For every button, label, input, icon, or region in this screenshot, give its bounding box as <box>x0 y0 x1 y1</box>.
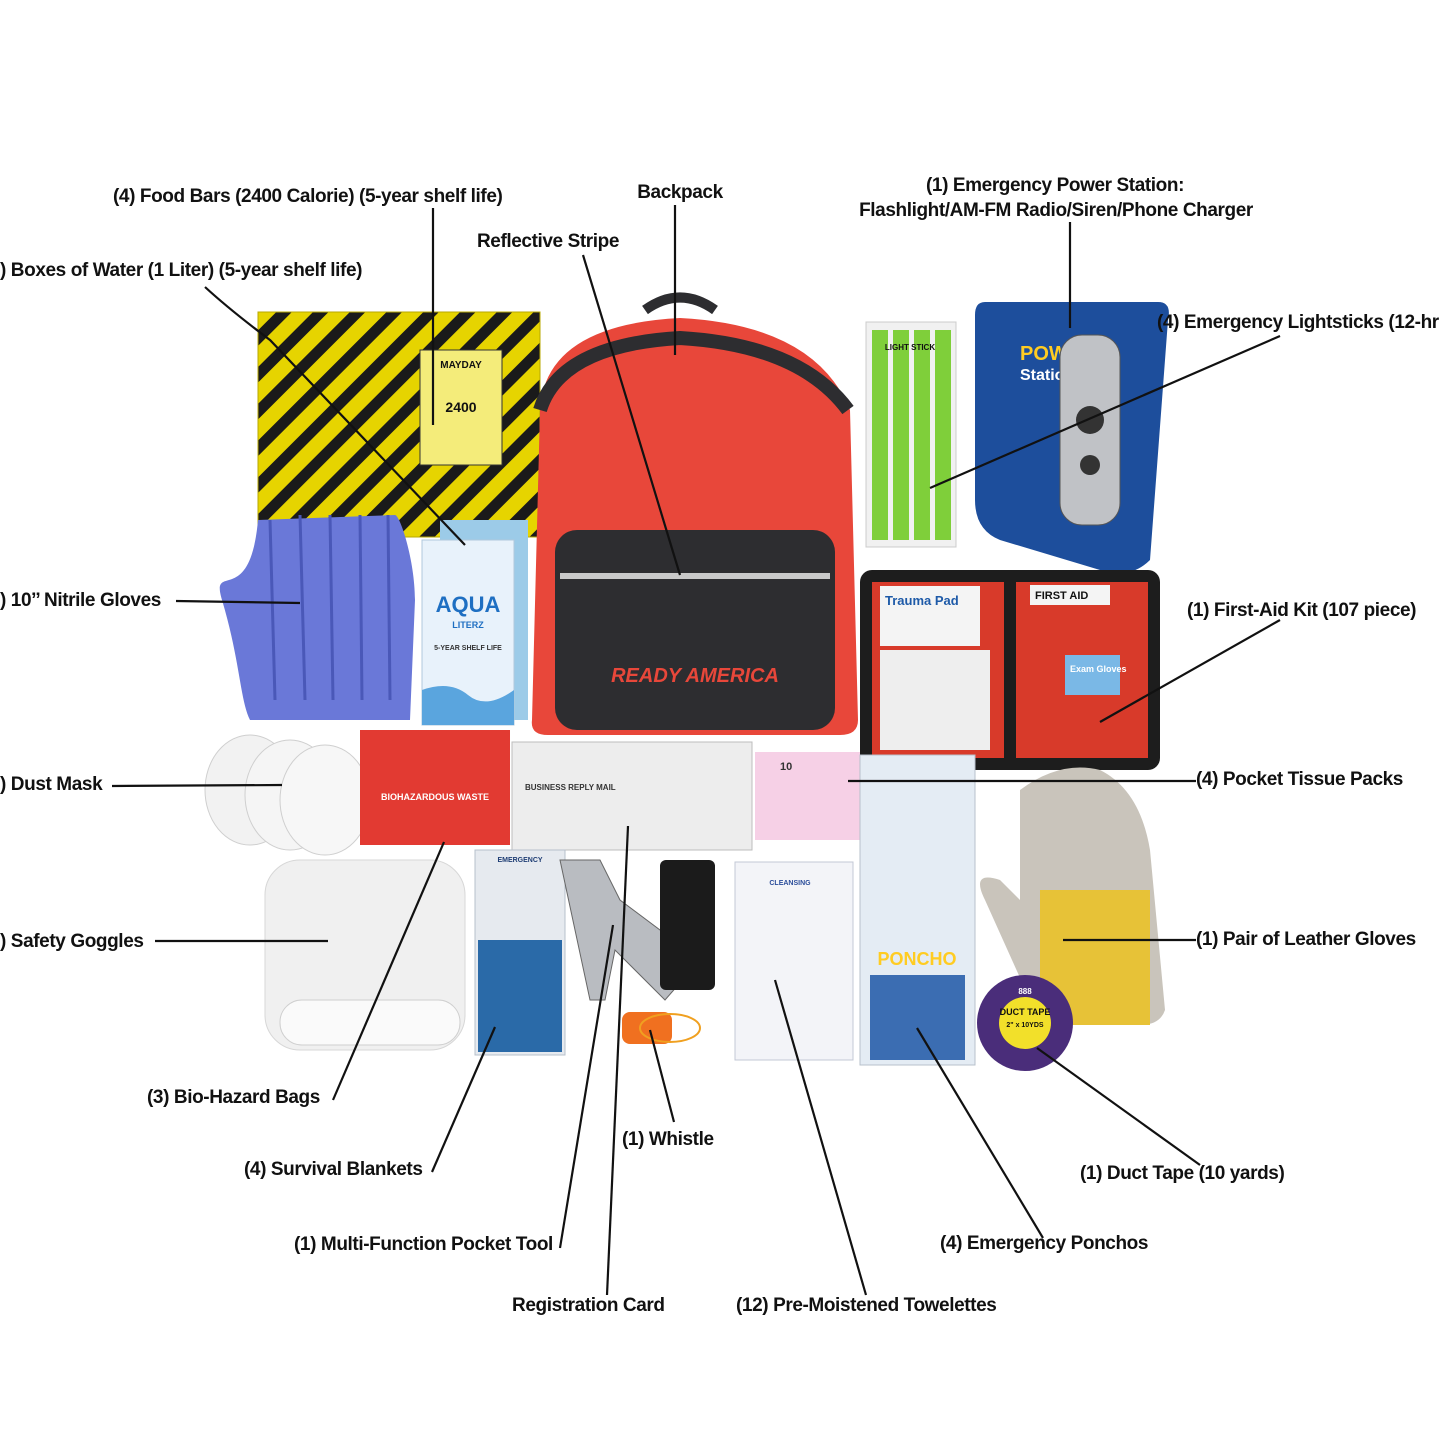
label-pocket-tool: (1) Multi-Function Pocket Tool <box>294 1234 553 1255</box>
tissue-packs: 10 <box>755 752 860 840</box>
svg-text:LIGHT STICK: LIGHT STICK <box>885 343 935 352</box>
label-duct-tape: (1) Duct Tape (10 yards) <box>1080 1163 1285 1184</box>
svg-text:Exam Gloves: Exam Gloves <box>1070 664 1127 674</box>
svg-text:888: 888 <box>1018 987 1032 996</box>
label-towelettes: (12) Pre-Moistened Towelettes <box>736 1295 997 1316</box>
safety-goggles <box>264 859 466 1051</box>
ponchos: PONCHO <box>859 754 976 1066</box>
first-aid-kit: Trauma Pad FIRST AID Exam Gloves <box>860 570 1160 770</box>
svg-text:10: 10 <box>780 761 792 773</box>
label-nitrile-gloves: ) 10’’ Nitrile Gloves <box>0 590 161 611</box>
label-safety-goggles: ) Safety Goggles <box>0 931 144 952</box>
label-water-boxes: ) Boxes of Water (1 Liter) (5-year shelf… <box>0 260 363 281</box>
registration-card: BUSINESS REPLY MAIL <box>511 741 753 851</box>
backpack-illustration: READY AMERICA <box>531 292 858 735</box>
whistle <box>622 1012 701 1044</box>
food-bars: MAYDAY 2400 <box>257 311 541 538</box>
label-food-bars: (4) Food Bars (2400 Calorie) (5-year she… <box>113 186 503 207</box>
label-tissue-packs: (4) Pocket Tissue Packs <box>1196 769 1403 790</box>
lightsticks: LIGHT STICK <box>865 321 957 548</box>
svg-text:FIRST AID: FIRST AID <box>1035 590 1088 602</box>
leader-lines <box>111 205 1281 1296</box>
svg-text:BIOHAZARDOUS WASTE: BIOHAZARDOUS WASTE <box>381 792 489 802</box>
svg-text:2" x 10YDS: 2" x 10YDS <box>1006 1022 1044 1029</box>
towelettes: CLEANSING <box>734 861 854 1061</box>
label-backpack: Backpack <box>637 182 723 203</box>
nitrile-gloves <box>219 514 415 720</box>
label-power-station-line1: (1) Emergency Power Station: <box>925 175 1185 196</box>
svg-text:5-YEAR SHELF LIFE: 5-YEAR SHELF LIFE <box>434 645 502 652</box>
svg-text:CLEANSING: CLEANSING <box>769 880 811 887</box>
label-biohazard-bags: (3) Bio-Hazard Bags <box>147 1087 320 1108</box>
svg-text:Trauma Pad: Trauma Pad <box>885 593 959 608</box>
biohazard-bags: BIOHAZARDOUS WASTE <box>360 730 510 845</box>
label-first-aid-kit: (1) First-Aid Kit (107 piece) <box>1187 600 1417 621</box>
label-survival-blankets: (4) Survival Blankets <box>244 1159 423 1180</box>
svg-text:PONCHO: PONCHO <box>877 949 956 969</box>
label-ponchos: (4) Emergency Ponchos <box>940 1233 1149 1254</box>
pocket-tool <box>559 859 715 1001</box>
label-reflective-stripe: Reflective Stripe <box>476 231 620 252</box>
power-station: POWER Station <box>975 302 1169 574</box>
aqua-logo: AQUA <box>436 592 501 617</box>
label-power-station-line2: Flashlight/AM-FM Radio/Siren/Phone Charg… <box>859 200 1253 221</box>
label-leather-gloves: (1) Pair of Leather Gloves <box>1196 929 1416 950</box>
label-registration-card: Registration Card <box>512 1295 665 1316</box>
survival-blankets: EMERGENCY <box>474 849 566 1056</box>
mayday-logo: MAYDAY <box>440 360 482 371</box>
label-dust-mask: ) Dust Mask <box>0 774 103 795</box>
svg-text:BUSINESS REPLY MAIL: BUSINESS REPLY MAIL <box>525 783 616 792</box>
label-whistle: (1) Whistle <box>622 1129 714 1150</box>
brand-logo: READY AMERICA <box>611 665 779 687</box>
ration-count: 2400 <box>445 399 476 415</box>
svg-text:LITERZ: LITERZ <box>452 620 484 630</box>
duct-tape: 888 DUCT TAPE 2" x 10YDS <box>977 975 1073 1071</box>
svg-text:DUCT TAPE: DUCT TAPE <box>1000 1007 1051 1017</box>
label-lightsticks: (4) Emergency Lightsticks (12-hr <box>1157 312 1439 333</box>
water-boxes: AQUA LITERZ 5-YEAR SHELF LIFE <box>421 520 528 726</box>
dust-masks <box>204 734 371 856</box>
svg-text:EMERGENCY: EMERGENCY <box>497 857 542 864</box>
